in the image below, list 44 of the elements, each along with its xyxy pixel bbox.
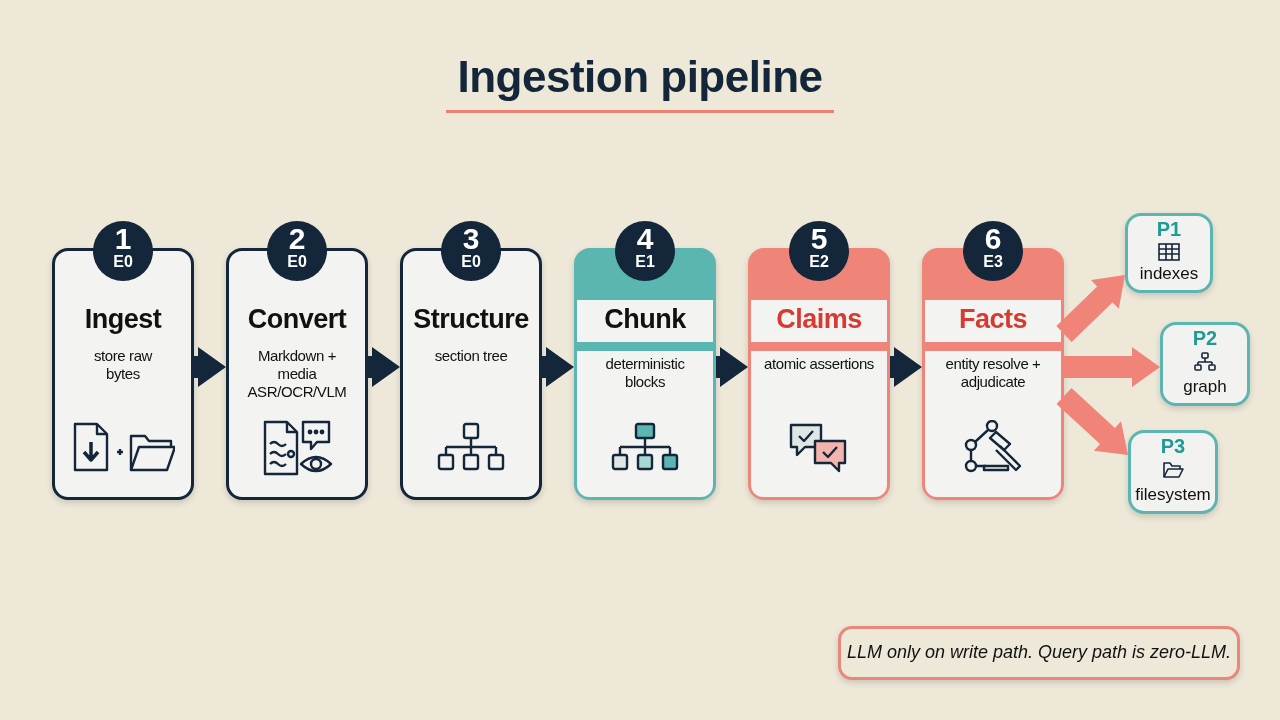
- output-box: [1160, 322, 1250, 406]
- tier-label: E0: [286, 253, 308, 271]
- stage-title: Chunk: [603, 304, 687, 335]
- arrow: [542, 347, 574, 387]
- note-text: LLM only on write path. Query path is zero-LLM.: [845, 642, 1233, 663]
- step-number: 6: [983, 223, 1003, 255]
- output-name: filesystem: [1134, 485, 1212, 505]
- tier-label: E0: [460, 253, 482, 271]
- tier-label: E2: [808, 253, 830, 271]
- step-number: 2: [287, 223, 307, 255]
- stage-description: store raw bytes: [92, 347, 154, 383]
- output-label: P1: [1155, 218, 1183, 241]
- diagram-title: Ingestion pipeline: [457, 52, 823, 101]
- step-number: 5: [809, 223, 829, 255]
- step-number: 4: [635, 223, 655, 255]
- stage-title: Convert: [246, 304, 348, 335]
- tier-label: E1: [634, 253, 656, 271]
- arrow: [1056, 387, 1128, 455]
- stage-title: Facts: [957, 304, 1028, 335]
- arrow: [368, 347, 400, 387]
- arrow: [1056, 275, 1125, 342]
- output-box: [1125, 213, 1213, 293]
- stage-title: Ingest: [83, 304, 163, 335]
- stage-description: Markdown + media ASR/OCR/VLM: [247, 347, 347, 401]
- output-name: indexes: [1138, 264, 1200, 284]
- tier-label: E3: [982, 253, 1004, 271]
- stage-title: Claims: [775, 304, 863, 335]
- step-number: 1: [113, 223, 133, 255]
- note-box: [838, 626, 1240, 680]
- arrow: [194, 347, 226, 387]
- stage-description: atomic assertions: [764, 355, 874, 373]
- stage-description: section tree: [433, 347, 509, 365]
- output-label: P3: [1159, 435, 1187, 458]
- stage-description: deterministic blocks: [604, 355, 686, 391]
- output-name: graph: [1182, 377, 1228, 397]
- tier-label: E0: [112, 253, 134, 271]
- arrow: [716, 347, 748, 387]
- arrow: [1064, 347, 1160, 387]
- stage-title: Structure: [412, 304, 530, 335]
- output-label: P2: [1191, 327, 1219, 350]
- step-number: 3: [461, 223, 481, 255]
- output-box: [1128, 430, 1218, 514]
- stage-description: entity resolve + adjudicate: [944, 355, 1042, 391]
- arrow: [890, 347, 922, 387]
